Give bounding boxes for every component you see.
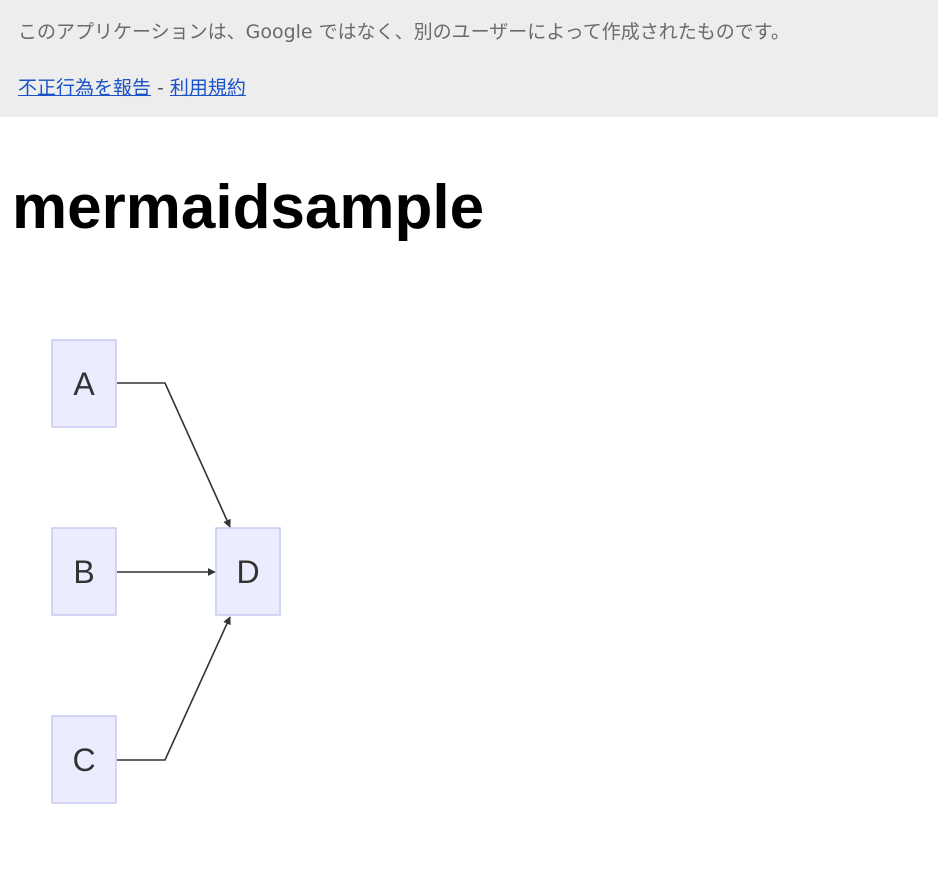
gas-warning-banner: このアプリケーションは、Google ではなく、別のユーザーによって作成されたも… — [0, 0, 938, 117]
edge-a-to-d — [117, 382, 231, 528]
node-label-a: A — [73, 366, 95, 402]
link-separator: - — [157, 77, 164, 99]
edge-c-to-d — [117, 616, 231, 761]
flowchart-node-c: C — [51, 715, 117, 804]
terms-of-service-link[interactable]: 利用規約 — [169, 77, 246, 99]
flowchart-node-b: B — [51, 527, 117, 616]
flowchart-node-d: D — [215, 527, 281, 616]
flowchart-node-a: A — [51, 339, 117, 428]
banner-notice-text: このアプリケーションは、Google ではなく、別のユーザーによって作成されたも… — [18, 21, 790, 43]
banner-links: 不正行為を報告-利用規約 — [18, 75, 920, 101]
page-title: mermaidsample — [12, 173, 485, 242]
node-label-b: B — [73, 554, 94, 590]
report-abuse-link[interactable]: 不正行為を報告 — [18, 77, 152, 99]
node-label-c: C — [72, 742, 95, 778]
node-label-d: D — [236, 554, 259, 590]
